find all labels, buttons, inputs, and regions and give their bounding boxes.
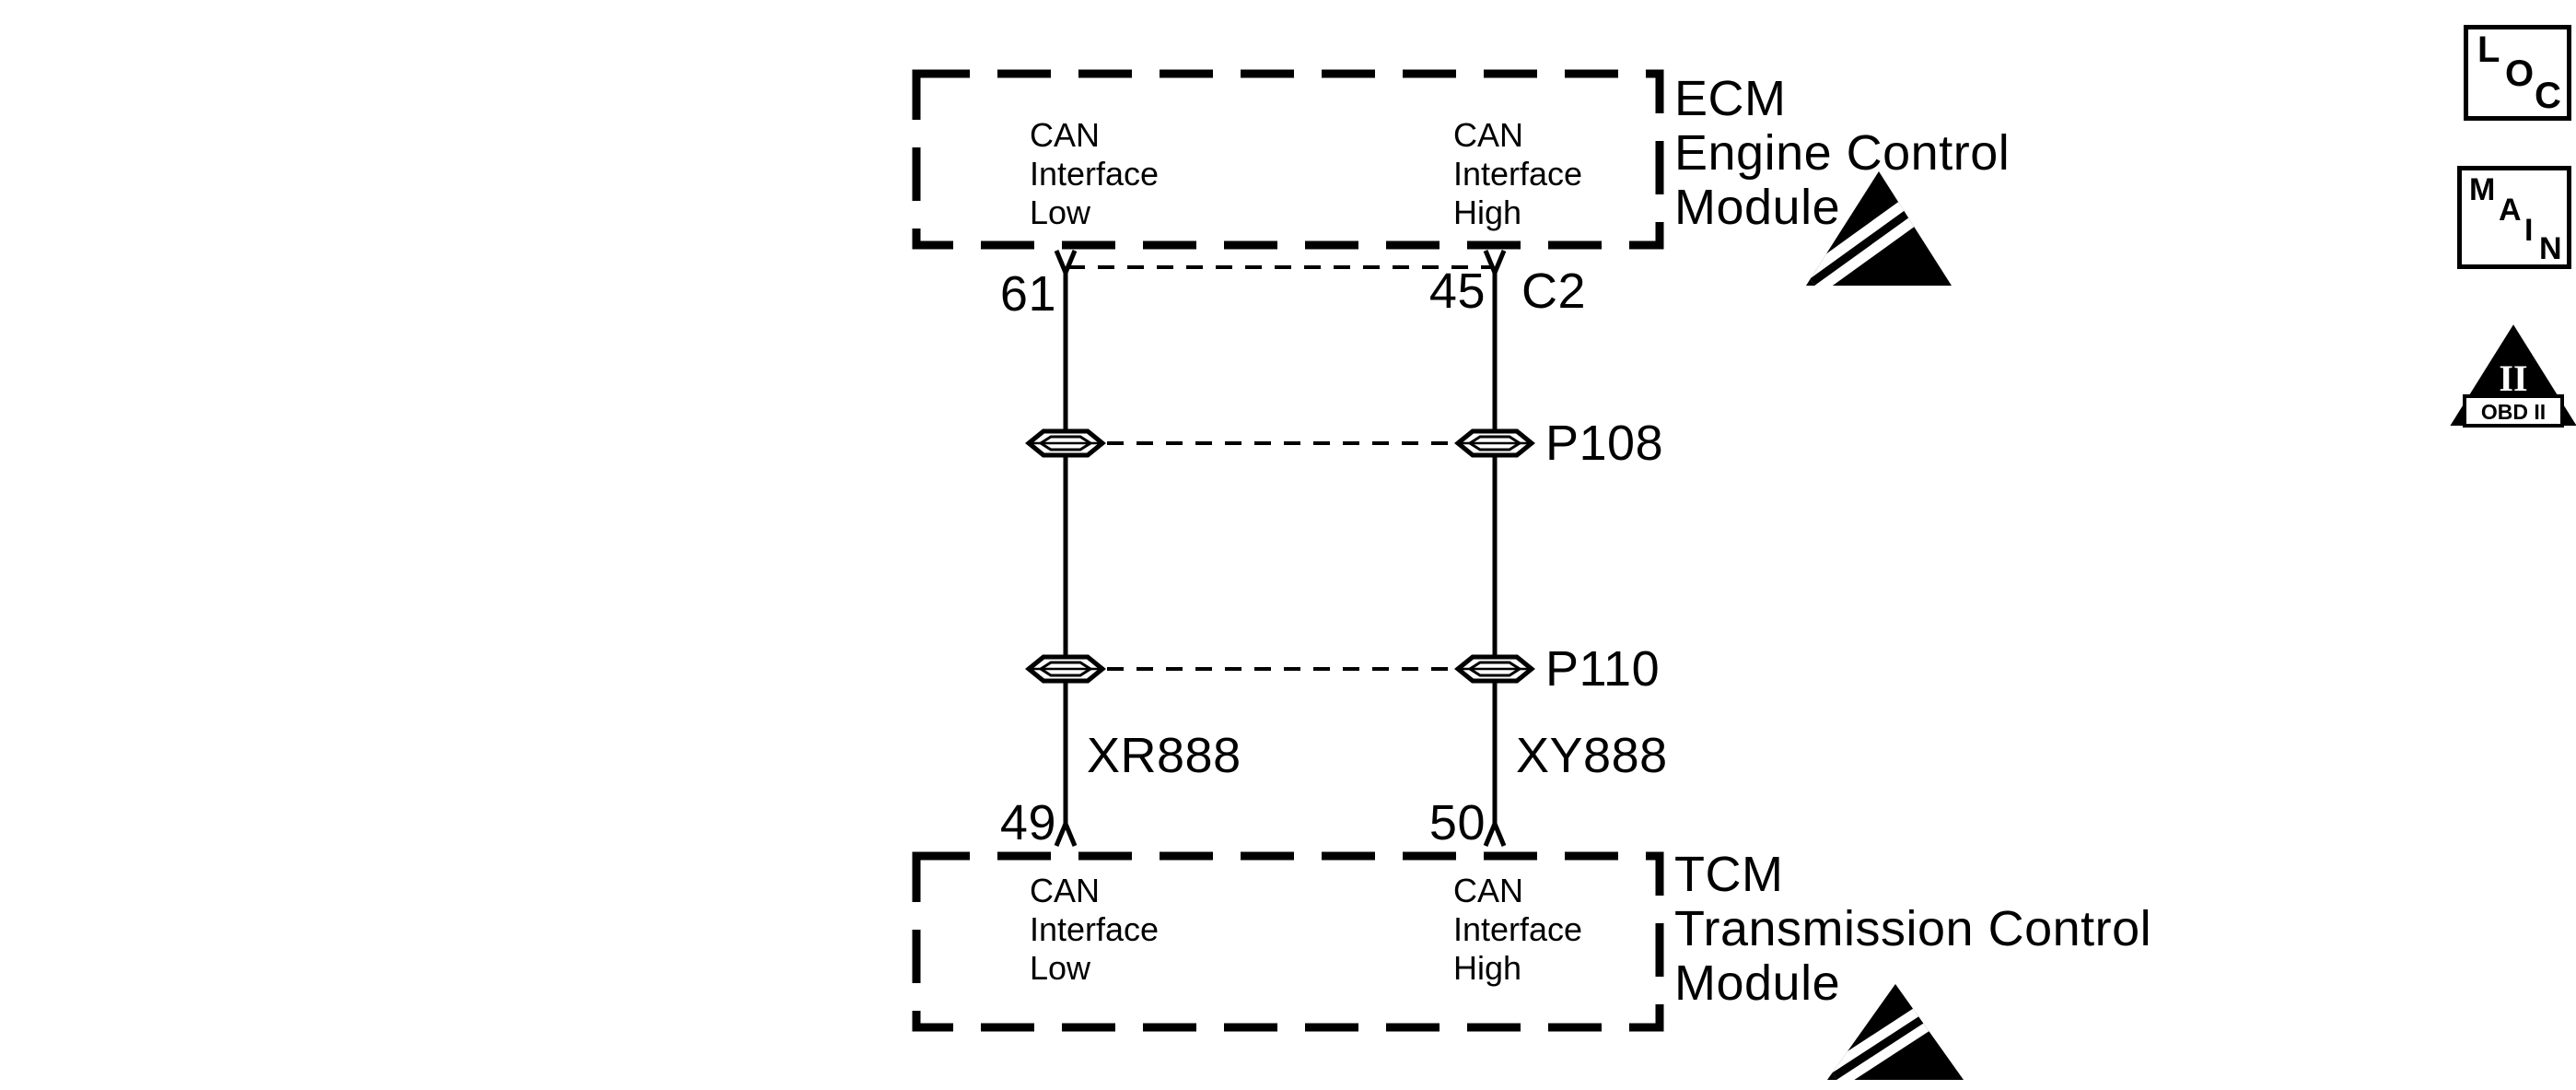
inline-connector-p108-low-icon xyxy=(1029,431,1102,455)
tcm-pin-50-fork xyxy=(1483,817,1507,847)
main-icon: M A I N xyxy=(2457,166,2571,269)
tcm-pin-50-label: 50 xyxy=(1428,795,1486,850)
tcm-can-interface-low-label: CAN Interface Low xyxy=(1030,872,1160,987)
obd2-label-box xyxy=(2463,394,2564,428)
wire-can-low xyxy=(1054,250,1078,847)
main-letter-m: M xyxy=(2469,172,2496,207)
tcm-can-interface-high-label: CAN Interface High xyxy=(1453,872,1583,987)
tcm-module-label: TCM Transmission Control Module xyxy=(1674,847,2152,1011)
tcm-pin-49-label: 49 xyxy=(999,795,1056,850)
loc-letter-l: L xyxy=(2477,29,2500,70)
circuit-xr888-label: XR888 xyxy=(1087,728,1241,783)
ecm-pin-61-fork xyxy=(1054,250,1078,279)
loc-icon: L O C xyxy=(2464,25,2571,121)
tcm-pin-49-fork xyxy=(1054,817,1078,847)
ecm-pin-61-label: 61 xyxy=(999,266,1056,322)
ecm-connector-c2-label: C2 xyxy=(1521,264,1587,319)
loc-letter-c: C xyxy=(2535,76,2561,116)
circuit-xy888-label: XY888 xyxy=(1516,728,1668,783)
inline-connector-p108-high-icon xyxy=(1458,431,1532,455)
inline-connector-p110-low-icon xyxy=(1029,657,1102,681)
wire-can-high xyxy=(1483,250,1507,847)
ecm-module-label: ECM Engine Control Module xyxy=(1674,71,2011,235)
ecm-pin-45-fork xyxy=(1483,250,1507,279)
obd2-numeral: II xyxy=(2499,357,2527,399)
main-letter-n: N xyxy=(2539,231,2562,266)
main-letter-a: A xyxy=(2499,193,2522,228)
obd2-label: OBD II xyxy=(2481,400,2546,424)
ecm-can-interface-high-label: CAN Interface High xyxy=(1453,116,1583,231)
ecm-pin-45-label: 45 xyxy=(1428,264,1486,319)
obd2-icon: II OBD II xyxy=(2450,324,2576,428)
main-letter-i: I xyxy=(2524,213,2534,248)
inline-connector-p110-high-icon xyxy=(1458,657,1532,681)
connector-p108-label: P108 xyxy=(1545,416,1664,471)
tcm-box xyxy=(912,851,1664,1032)
connector-p110-label: P110 xyxy=(1545,641,1661,697)
loc-letter-o: O xyxy=(2505,53,2535,94)
ecm-box xyxy=(912,69,1664,250)
ecm-can-interface-low-label: CAN Interface Low xyxy=(1030,116,1160,231)
